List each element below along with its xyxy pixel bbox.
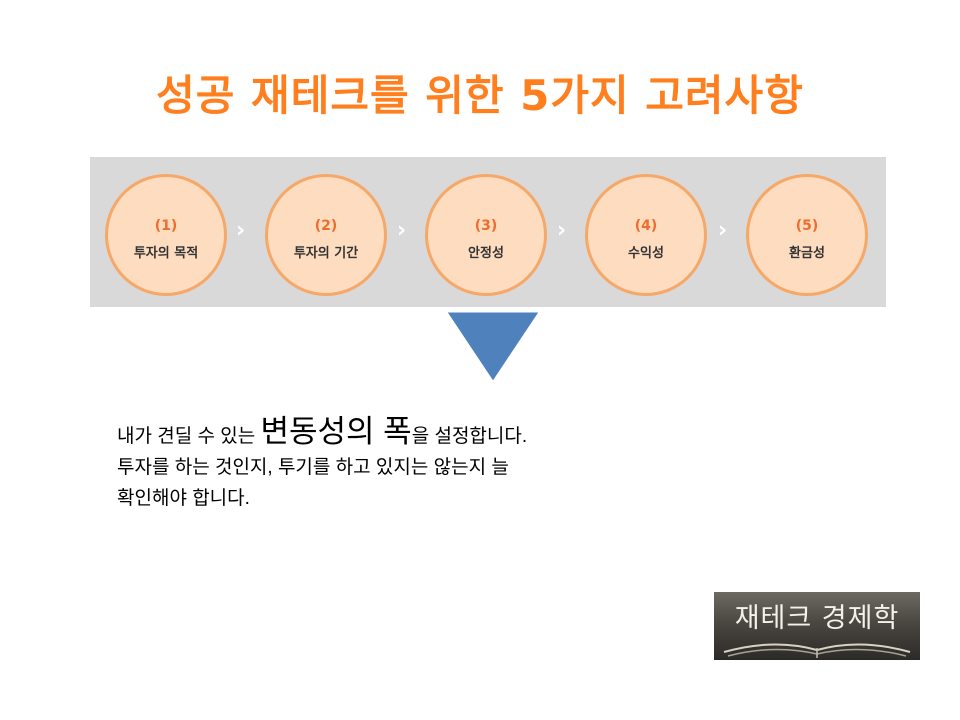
open-book-icon [723, 643, 911, 658]
step-5-circle: (5) 환금성 [746, 174, 868, 296]
step-5-label: 환금성 [789, 245, 825, 261]
steps-panel: (1) 투자의 목적 › (2) 투자의 기간 › (3) 안정성 › (4) … [90, 157, 886, 307]
body-text: 내가 견딜 수 있는 변동성의 폭을 설정합니다. 투자를 하는 것인지, 투기… [117, 416, 527, 514]
body-line-2: 투자를 하는 것인지, 투기를 하고 있지는 않는지 늘 [117, 457, 509, 478]
step-1-label: 투자의 목적 [133, 245, 199, 261]
step-2-label: 투자의 기간 [293, 245, 359, 261]
step-1-number: (1) [154, 217, 178, 234]
step-5-number: (5) [795, 217, 819, 234]
step-separator-icon: › [557, 218, 567, 243]
step-4-label: 수익성 [628, 245, 664, 261]
body-line-1-end: 을 설정합니다. [411, 426, 528, 447]
body-line-1-start: 내가 견딜 수 있는 [117, 426, 261, 447]
body-line-1: 내가 견딜 수 있는 변동성의 폭을 설정합니다. [117, 416, 527, 452]
brand-logo: 재테크 경제학 [714, 592, 920, 660]
step-3-number: (3) [474, 217, 498, 234]
step-separator-icon: › [397, 218, 407, 243]
step-separator-icon: › [718, 218, 728, 243]
step-1-circle: (1) 투자의 목적 [105, 174, 227, 296]
body-line-3: 확인해야 합니다. [117, 488, 250, 509]
step-separator-icon: › [236, 218, 246, 243]
step-2-circle: (2) 투자의 기간 [265, 174, 387, 296]
step-2-number: (2) [314, 217, 338, 234]
step-4-number: (4) [634, 217, 658, 234]
volatility-emphasis: 변동성의 폭 [260, 414, 412, 449]
step-3-circle: (3) 안정성 [425, 174, 547, 296]
step-4-circle: (4) 수익성 [585, 174, 707, 296]
down-triangle-arrow [443, 309, 543, 385]
slide-title: 성공 재테크를 위한 5가지 고려사항 [156, 71, 804, 120]
logo-text: 재테크 경제학 [734, 603, 900, 634]
step-3-label: 안정성 [468, 245, 504, 261]
